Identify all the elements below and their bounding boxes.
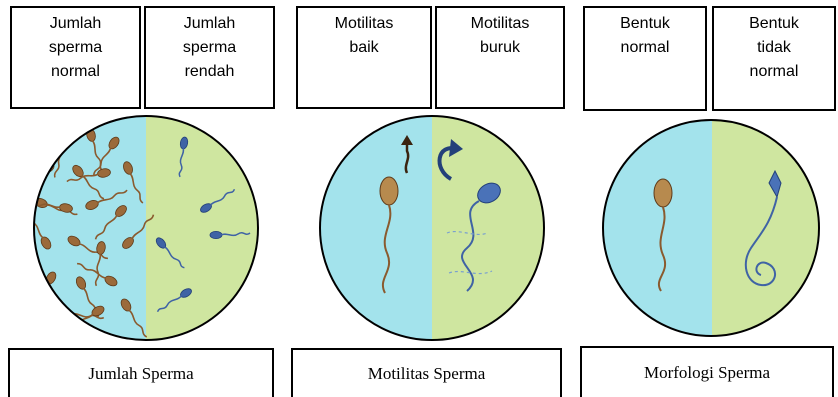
caption-text: Morfologi Sperma: [644, 363, 770, 383]
label-motilitas-buruk: Motilitas buruk: [435, 6, 565, 109]
sperm-motility-plate: [317, 113, 547, 343]
caption-morfologi-sperma: Morfologi Sperma: [580, 346, 834, 397]
label-text: Jumlah sperma rendah: [183, 12, 236, 84]
label-bentuk-tidak-normal: Bentuk tidak normal: [712, 6, 836, 111]
label-jumlah-sperma-normal: Jumlah sperma normal: [10, 6, 141, 109]
label-jumlah-sperma-rendah: Jumlah sperma rendah: [144, 6, 275, 109]
label-text: Jumlah sperma normal: [49, 12, 102, 84]
caption-jumlah-sperma: Jumlah Sperma: [8, 348, 274, 397]
caption-text: Motilitas Sperma: [368, 364, 486, 384]
sperm-count-plate: [26, 113, 266, 343]
sperm-morphology-plate: [601, 113, 831, 343]
caption-motilitas-sperma: Motilitas Sperma: [291, 348, 562, 397]
label-motilitas-baik: Motilitas baik: [296, 6, 432, 109]
left-half: [317, 113, 432, 343]
label-bentuk-normal: Bentuk normal: [583, 6, 707, 111]
label-text: Bentuk normal: [620, 12, 670, 60]
right-half: [712, 113, 831, 343]
label-text: Motilitas buruk: [471, 12, 530, 60]
caption-text: Jumlah Sperma: [88, 364, 193, 384]
label-text: Bentuk tidak normal: [749, 12, 799, 84]
label-text: Motilitas baik: [335, 12, 394, 60]
left-half: [601, 113, 712, 343]
